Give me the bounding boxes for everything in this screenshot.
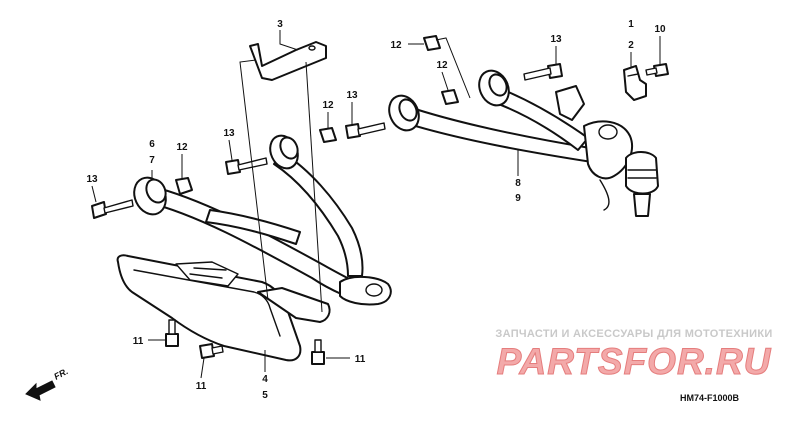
callouts: 3 1 2 10 12 13 12 12 13 13 6 7 12 13 8 9… xyxy=(86,19,666,401)
leader-13c xyxy=(228,139,233,161)
callout-13b: 13 xyxy=(346,90,358,101)
watermark-brand: PARTSFOR.RU xyxy=(497,341,772,382)
bolt-11-center-shank xyxy=(211,345,224,355)
skid-plate-ribs xyxy=(189,267,227,279)
callout-8: 8 xyxy=(515,178,521,189)
leader-13d xyxy=(91,185,97,203)
ball-joint-stud xyxy=(633,193,651,217)
diagram-code: HM74-F1000B xyxy=(680,393,740,403)
callout-2: 2 xyxy=(628,40,634,51)
bolt-11-left xyxy=(165,319,179,347)
watermark: ЗАПЧАСТИ И АКСЕССУАРЫ ДЛЯ МОТОТЕХНИКИ PA… xyxy=(495,328,772,383)
upper-arm-front-tube xyxy=(487,85,589,151)
skid-plate-ridge xyxy=(133,269,281,337)
nut-12-lower-body xyxy=(175,177,193,195)
bolt-11-left-shank xyxy=(168,319,176,335)
lower-arm-rear-bushing-inner xyxy=(145,178,167,204)
front-label: FR. xyxy=(52,366,69,382)
bolt-11-right-head xyxy=(311,351,325,365)
callout-12c: 12 xyxy=(322,100,334,111)
bolt-10 xyxy=(645,63,669,77)
nut-12-upper-b-body xyxy=(441,89,459,105)
nut-12-middle xyxy=(319,127,337,143)
ball-joint-ribs xyxy=(627,169,657,179)
bolt-11-center xyxy=(199,343,224,359)
skid-plate-side-flange xyxy=(257,287,331,323)
bolt-13-mid xyxy=(225,157,268,175)
callout-1: 1 xyxy=(628,19,634,30)
nut-12-upper-b xyxy=(441,89,459,105)
upper-arm-rear-bushing-inner xyxy=(398,98,418,122)
callout-11b: 11 xyxy=(196,381,207,392)
callout-13a: 13 xyxy=(550,34,562,45)
leader-3-to-plate xyxy=(239,59,269,301)
callout-12b: 12 xyxy=(436,60,448,71)
upper-arm-knuckle-hole xyxy=(598,124,618,140)
callout-11c: 11 xyxy=(355,354,366,365)
bolt-10-shank xyxy=(645,67,658,76)
callout-13c: 13 xyxy=(223,128,235,139)
callout-6: 6 xyxy=(149,139,155,150)
bolt-11-center-head xyxy=(199,343,215,359)
watermark-tagline: ЗАПЧАСТИ И АКСЕССУАРЫ ДЛЯ МОТОТЕХНИКИ xyxy=(495,328,772,340)
leader-12b xyxy=(441,71,449,91)
leader-3 xyxy=(279,30,299,51)
nut-12-lower xyxy=(175,177,193,195)
hose-clamp-body xyxy=(623,65,647,101)
lower-arm-front-bushing-inner xyxy=(279,136,299,160)
leader-11b xyxy=(200,357,205,379)
bracket-3-body xyxy=(249,41,327,81)
callout-13d: 13 xyxy=(86,174,98,185)
upper-arm-hose-bracket xyxy=(555,85,585,121)
callout-9: 9 xyxy=(515,193,521,204)
callout-11a: 11 xyxy=(133,336,144,347)
skid-plate xyxy=(116,254,331,362)
callout-7: 7 xyxy=(149,155,155,166)
bolt-11-right-shank xyxy=(314,339,322,353)
leader-12a-to-bushing xyxy=(435,37,471,99)
callout-12a: 12 xyxy=(390,40,402,51)
bolt-13-left-head xyxy=(91,201,107,219)
upper-arm-hook xyxy=(599,179,610,211)
bolt-13-mid-head xyxy=(225,159,241,175)
nut-12-upper-a xyxy=(423,35,441,51)
skid-plate-gusset xyxy=(175,261,239,287)
callout-3: 3 xyxy=(277,19,283,30)
bolt-13-upper-front xyxy=(523,63,563,81)
bolt-13-left-shank xyxy=(103,199,134,214)
nut-12-upper-a-body xyxy=(423,35,441,51)
bolt-13-upper-rear-shank xyxy=(357,122,386,136)
callout-5: 5 xyxy=(262,390,268,401)
callout-12d: 12 xyxy=(176,142,188,153)
lower-arm-ball-joint-eye xyxy=(339,276,392,306)
leader-3-pin xyxy=(305,61,323,313)
bolt-13-upper-rear xyxy=(345,122,386,139)
bolt-13-left xyxy=(91,199,134,219)
bracket-3 xyxy=(249,41,327,81)
ball-joint-body xyxy=(625,151,659,195)
lower-arm-cross-brace xyxy=(205,209,301,245)
hose-clamp-slot xyxy=(627,73,639,77)
front-indicator: FR. xyxy=(25,366,70,401)
bracket-3-hole xyxy=(308,45,316,51)
hose-clamp xyxy=(623,65,647,101)
upper-arm xyxy=(388,69,659,217)
front-arrow-icon xyxy=(25,380,56,401)
bolt-11-right xyxy=(311,339,325,365)
bolt-13-upper-rear-head xyxy=(345,123,361,139)
upper-arm-front-bushing-inner xyxy=(488,73,508,97)
callout-10: 10 xyxy=(654,24,666,35)
nut-12-middle-body xyxy=(319,127,337,143)
leader-lines xyxy=(91,30,661,379)
callout-4: 4 xyxy=(262,374,268,385)
lower-arm-eye-hole xyxy=(365,283,383,297)
bolt-13-upper-front-shank xyxy=(523,67,552,81)
bolt-11-left-head xyxy=(165,333,179,347)
